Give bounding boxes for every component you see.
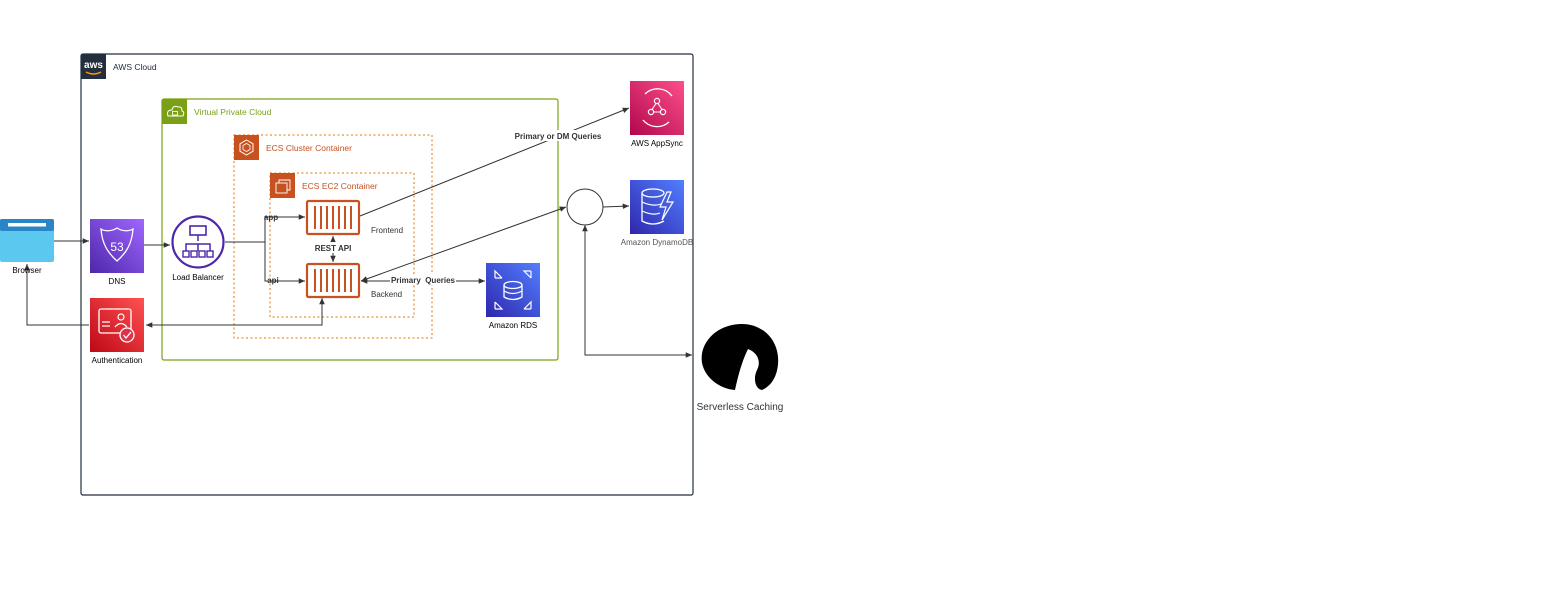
edge-router-dynamodb <box>602 203 630 210</box>
edge-frontend-appsync <box>359 107 630 217</box>
frontend-label: Frontend <box>371 226 403 235</box>
load-balancer-node: Load Balancer <box>171 215 225 282</box>
aws-logo-icon <box>81 54 106 79</box>
frontend-container-icon <box>305 199 361 236</box>
edge-label-app: app <box>264 213 278 222</box>
dns-badge-text: 53 <box>110 240 124 254</box>
edge-backend-router <box>360 206 567 282</box>
dns-node: 53 DNS <box>90 219 144 286</box>
backend-node: Backend <box>305 262 402 299</box>
edge-router-cache <box>582 225 692 358</box>
junction-circle <box>566 188 604 226</box>
dynamodb-node: Amazon DynamoDB <box>621 180 693 247</box>
backend-label: Backend <box>371 290 402 299</box>
ecs-ec2-icon <box>270 173 295 198</box>
edge-lb-backend <box>264 242 305 284</box>
edge-label-primary-queries: Primary Queries <box>391 276 456 285</box>
dynamodb-label: Amazon DynamoDB <box>621 238 693 247</box>
serverless-caching-logo-icon <box>701 323 779 390</box>
browser-label: Browser <box>12 266 42 275</box>
serverless-caching-label: Serverless Caching <box>697 402 784 413</box>
browser-node: Browser <box>0 219 54 275</box>
load-balancer-icon <box>171 215 225 269</box>
ecs-cluster-label: ECS Cluster Container <box>266 143 352 153</box>
edge-labels: app api REST API Primary Queries Primary… <box>264 130 603 285</box>
appsync-node: AWS AppSync <box>630 81 684 148</box>
appsync-label: AWS AppSync <box>631 139 683 148</box>
ecs-ec2-label: ECS EC2 Container <box>302 181 378 191</box>
rds-icon <box>486 263 540 317</box>
authentication-label: Authentication <box>92 356 143 365</box>
edge-label-api: api <box>267 276 279 285</box>
frontend-node: Frontend <box>305 199 403 236</box>
edge-label-primary-or-dm-queries: Primary or DM Queries <box>515 132 602 141</box>
dynamodb-icon <box>630 180 684 234</box>
edge-auth-browser <box>24 264 89 326</box>
aws-cloud-group: aws AWS Cloud <box>80 53 694 496</box>
amazon-rds-node: Amazon RDS <box>486 263 540 330</box>
amazon-rds-label: Amazon RDS <box>489 321 537 330</box>
dns-label: DNS <box>109 277 126 286</box>
backend-container-icon <box>305 262 361 299</box>
edge-lb-frontend <box>225 214 305 243</box>
vpc-label: Virtual Private Cloud <box>194 107 272 117</box>
ecs-cluster-group: ECS Cluster Container <box>233 134 433 339</box>
ecs-ec2-group: ECS EC2 Container <box>269 172 415 318</box>
load-balancer-label: Load Balancer <box>172 273 224 282</box>
aws-cloud-label: AWS Cloud <box>113 62 157 72</box>
ecs-cluster-icon <box>234 135 259 160</box>
aws-logo-text: aws <box>84 60 103 71</box>
edge-backend-auth <box>146 298 325 328</box>
serverless-caching-node: Serverless Caching <box>697 323 784 413</box>
authentication-node: Authentication <box>90 298 144 365</box>
edge-label-rest-api: REST API <box>315 244 352 253</box>
